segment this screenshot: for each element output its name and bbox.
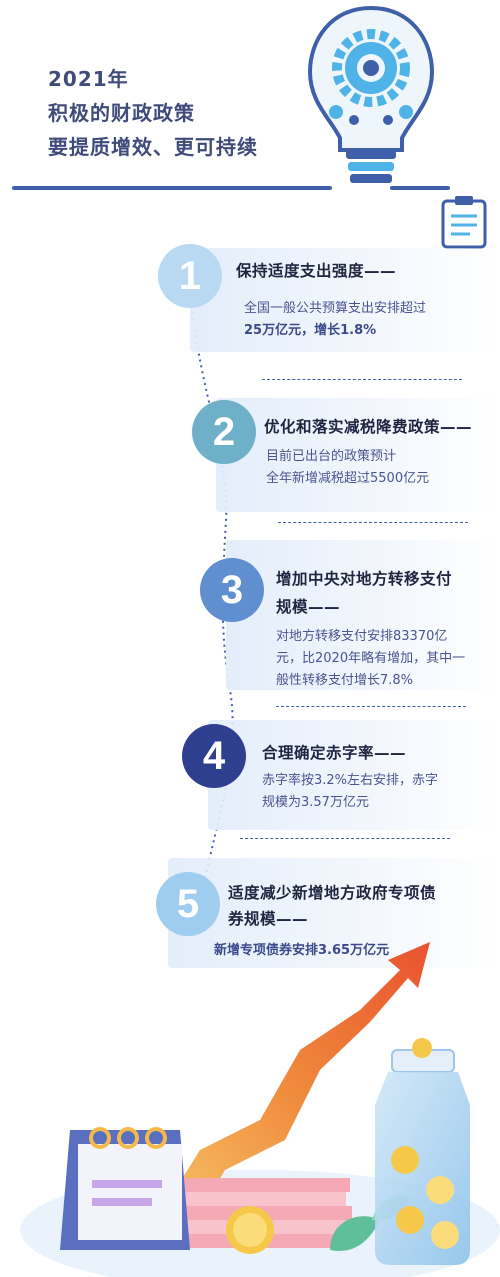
policy-title-5-line-2: 券规模—— (228, 910, 309, 928)
clipboard-icon (441, 196, 487, 249)
header-divider-right (390, 186, 450, 190)
policy-body-5-line-1: 新增专项债券安排3.65万亿元 (214, 943, 390, 958)
policy-body-1-line-2: 25万亿元，增长1.8% (244, 323, 377, 338)
policy-body-2-line-1: 目前已出台的政策预计 (266, 449, 397, 464)
policy-title-4: 合理确定赤字率—— (262, 744, 407, 762)
title-line-1: 2021年 (48, 67, 129, 91)
page-title: 2021年 积极的财政政策 要提质增效、更可持续 (48, 62, 258, 164)
title-line-2: 积极的财政政策 (48, 101, 195, 125)
policy-body-2-line-2: 全年新增减税超过5500亿元 (266, 471, 430, 486)
policy-card-1 (190, 248, 500, 352)
policy-card-3 (226, 540, 500, 690)
policy-title-5-line-1: 适度减少新增地方政府专项债 (228, 884, 437, 902)
policy-title-2: 优化和落实减税降费政策—— (264, 418, 473, 436)
gold-coin-icon (226, 1206, 274, 1254)
lightbulb-gear-icon (307, 5, 435, 183)
policy-body-3-line-3: 般性转移支付增长7.8% (276, 673, 414, 688)
number-badge-5: 5 (156, 872, 220, 936)
title-line-3: 要提质增效、更可持续 (48, 135, 258, 159)
number-badge-1: 1 (158, 244, 222, 308)
header-divider-left (12, 186, 332, 190)
number-badge-3: 3 (200, 558, 264, 622)
dashed-divider-4 (240, 838, 450, 839)
policy-body-3-line-2: 元，比2020年略有增加，其中一 (276, 651, 466, 666)
leaf-icon (330, 1216, 380, 1251)
number-badge-2: 2 (192, 400, 256, 464)
dashed-divider-3 (276, 706, 466, 707)
policy-card-4 (208, 720, 500, 830)
policy-title-3-line-2: 规模—— (276, 598, 341, 616)
policy-title-3-line-1: 增加中央对地方转移支付 (276, 570, 453, 588)
policy-body-4-line-2: 规模为3.57万亿元 (262, 795, 369, 810)
policy-card-2 (216, 398, 500, 512)
policy-title-1: 保持适度支出强度—— (236, 262, 397, 280)
policy-card-5 (168, 858, 500, 968)
coin-jar-icon (375, 1038, 470, 1265)
growth-illustration (20, 942, 500, 1277)
dashed-divider-1 (262, 379, 462, 380)
policy-body-4-line-1: 赤字率按3.2%左右安排，赤字 (262, 773, 439, 788)
dashed-divider-2 (278, 522, 468, 523)
calendar-icon (60, 1127, 190, 1250)
policy-body-1-line-1: 全国一般公共预算支出安排超过 (244, 301, 427, 316)
number-badge-4: 4 (182, 724, 246, 788)
trend-arrow-icon (150, 942, 430, 1230)
policy-body-3-line-1: 对地方转移支付安排83370亿 (276, 629, 448, 644)
